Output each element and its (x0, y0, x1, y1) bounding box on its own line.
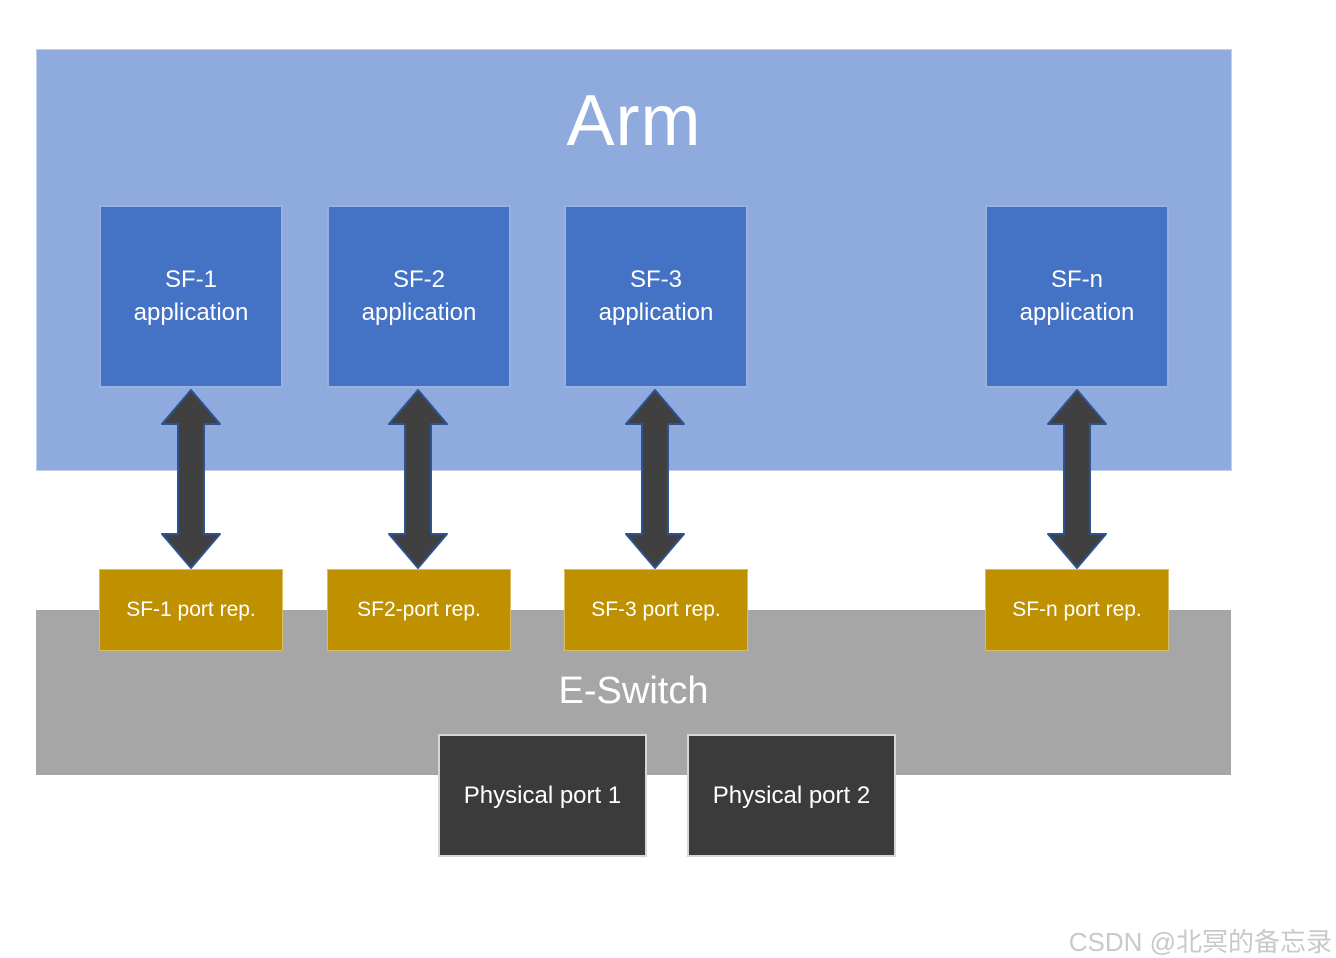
sf2-port-rep-box: SF2-port rep. (327, 569, 511, 651)
sfn-application-name: SF-n (1050, 266, 1103, 294)
sf2-application-word: application (361, 298, 477, 326)
sf3-application-name: SF-3 (629, 266, 682, 294)
sf3-application-word: application (598, 298, 714, 326)
sf1-application-word: application (133, 298, 249, 326)
sf1-port-rep-box: SF-1 port rep. (99, 569, 283, 651)
physical-port-1-label: Physical port 1 (463, 781, 622, 809)
sf2-port-rep-label: SF2-port rep. (357, 598, 481, 621)
physical-port-1-box: Physical port 1 (438, 734, 647, 857)
sf1-port-rep-label: SF-1 port rep. (126, 598, 256, 621)
csdn-watermark: CSDN @北冥的备忘录 (1068, 927, 1332, 957)
sf3-application-box: SF-3 application (564, 205, 748, 388)
sf3-bidirectional-arrow-icon (625, 389, 685, 569)
sfn-port-rep-box: SF-n port rep. (985, 569, 1169, 651)
eswitch-title: E-Switch (558, 670, 709, 712)
physical-port-2-label: Physical port 2 (712, 781, 871, 809)
sf1-application-name: SF-1 (164, 266, 217, 294)
sfn-application-box: SF-n application (985, 205, 1169, 388)
sf3-port-rep-box: SF-3 port rep. (564, 569, 748, 651)
arm-title: Arm (566, 81, 702, 161)
sf3-port-rep-label: SF-3 port rep. (591, 598, 721, 621)
sfn-application-word: application (1019, 298, 1135, 326)
sfn-bidirectional-arrow-icon (1047, 389, 1107, 569)
sf2-application-name: SF-2 (392, 266, 445, 294)
sf1-bidirectional-arrow-icon (161, 389, 221, 569)
sf1-application-box: SF-1 application (99, 205, 283, 388)
sfn-port-rep-label: SF-n port rep. (1012, 598, 1142, 621)
sf2-application-box: SF-2 application (327, 205, 511, 388)
physical-port-2-box: Physical port 2 (687, 734, 896, 857)
sf2-bidirectional-arrow-icon (388, 389, 448, 569)
